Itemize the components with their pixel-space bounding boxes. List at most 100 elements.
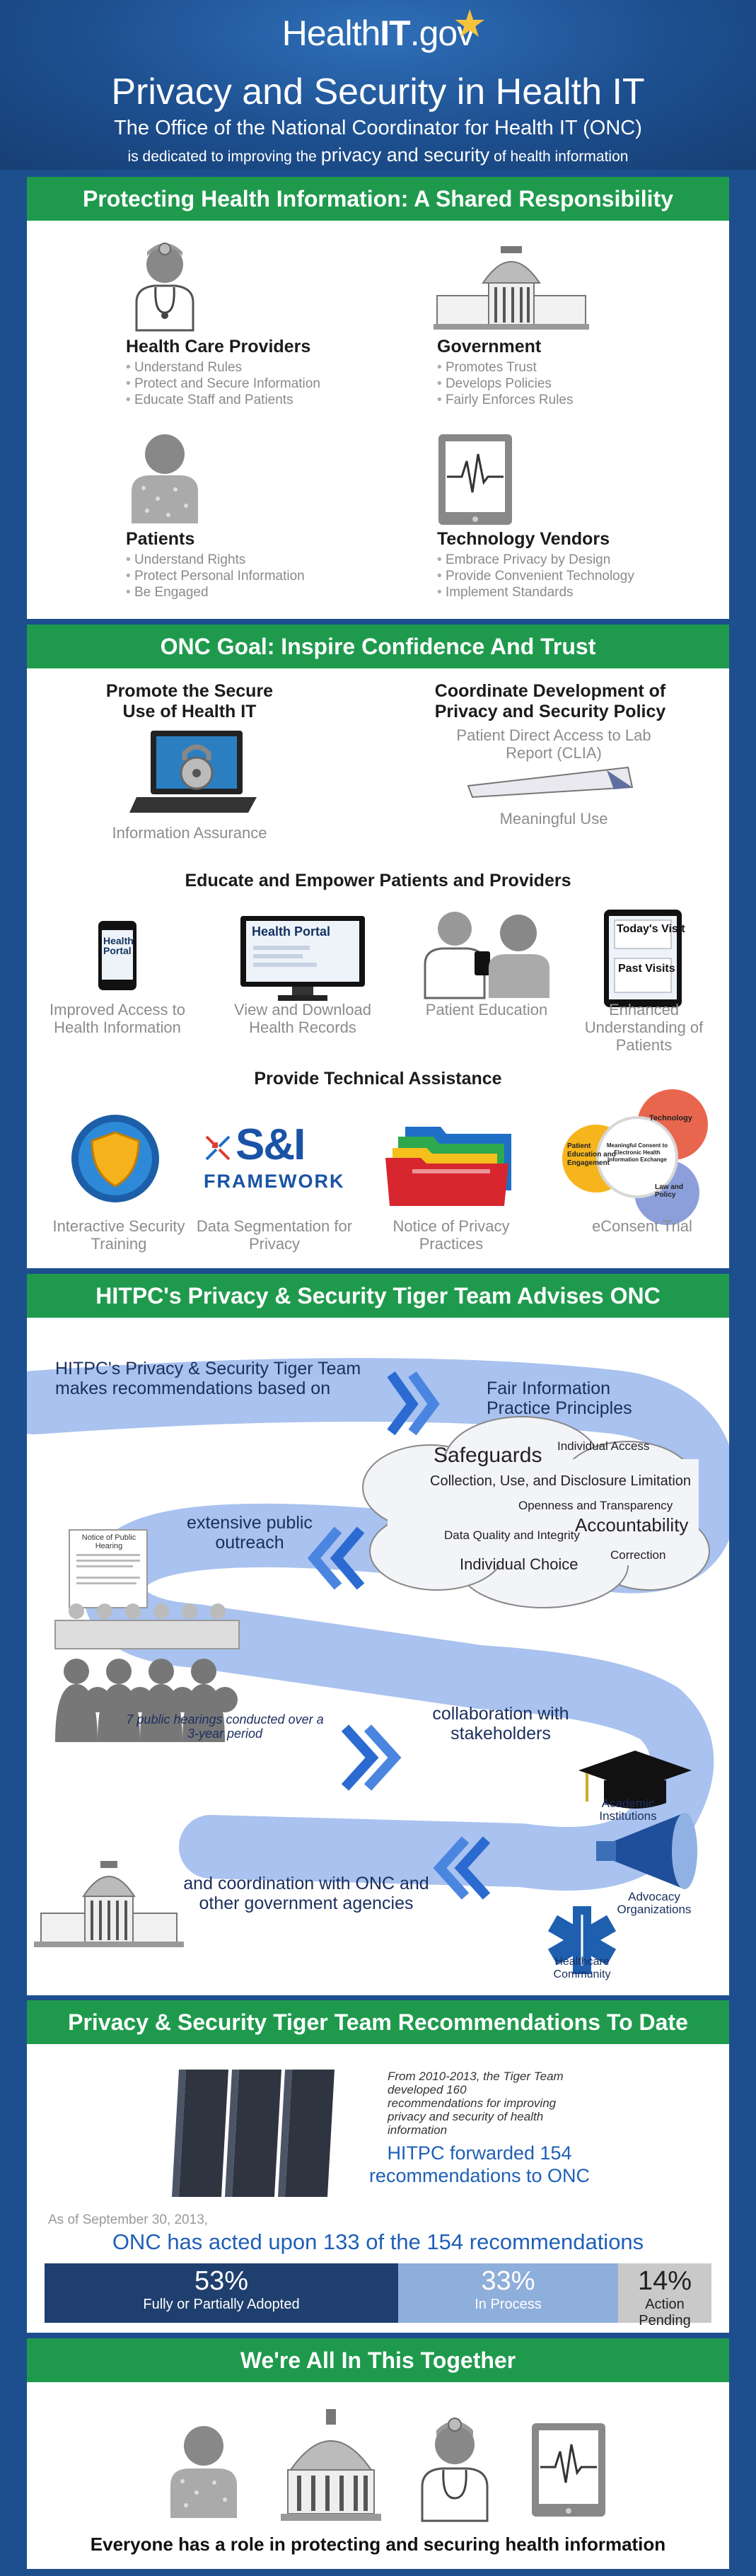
cloud-collection: Collection, Use, and Disclosure Limitati…: [430, 1473, 692, 1489]
tagline-b: privacy and security: [320, 144, 490, 166]
list-item: Provide Convenient Technology: [437, 568, 634, 584]
caption: View and Download Health Records: [233, 1001, 372, 1036]
si-title: S&I: [235, 1120, 306, 1169]
econsent-diagram: [562, 1089, 708, 1225]
acted-text: ONC has acted upon 133 of the 154 recomm…: [112, 2229, 644, 2254]
shared-responsibility-panel: Protecting Health Information: A Shared …: [27, 177, 729, 619]
tagline-a: is dedicated to improving the: [127, 149, 317, 165]
caption: Interactive Security Training: [52, 1217, 185, 1253]
caption: Notice of Privacy Practices: [392, 1217, 510, 1253]
subtitle: The Office of the National Coordinator f…: [114, 117, 642, 139]
binders-icon: [172, 2070, 335, 2197]
role-title: Government: [437, 337, 542, 356]
caption: Information Assurance: [112, 824, 267, 842]
collaboration-text: collaboration with stakeholders: [432, 1704, 569, 1744]
cloud-accountability: Accountability: [575, 1514, 689, 1536]
academic-label: Academic Institutions: [599, 1797, 657, 1823]
outreach-text: extensive public outreach: [187, 1513, 313, 1553]
econsent-technology: Technology: [649, 1114, 692, 1122]
section-banner: HITPC's Privacy & Security Tiger Team Ad…: [27, 1274, 729, 1318]
monitor-icon: [240, 916, 365, 1001]
role-title: Health Care Providers: [126, 337, 311, 356]
caption: Patient Direct Access to Lab Report (CLI…: [456, 726, 651, 762]
tagline-c: of health information: [494, 149, 629, 165]
cloud-openness: Openness and Transparency: [518, 1499, 673, 1512]
patient-icon: [170, 2426, 237, 2518]
bar-pct: 14%: [637, 2266, 692, 2296]
page-title: Privacy and Security in Health IT: [111, 71, 645, 112]
document-icon: [467, 766, 634, 799]
caption: Meaningful Use: [499, 810, 608, 828]
notice-title: Notice of Public Hearing: [81, 1533, 136, 1550]
patient-icon: [132, 434, 198, 523]
econsent-meaningful-consent: Meaningful Consent to Electronic Health …: [606, 1142, 668, 1163]
folders-icon: [385, 1127, 511, 1206]
laptop-lock-icon: [129, 731, 257, 813]
cloud-data-quality: Data Quality and Integrity: [444, 1528, 580, 1542]
econsent-patient-education: Patient Education and Engagement: [567, 1142, 616, 1167]
cloud-individual-choice: Individual Choice: [460, 1555, 578, 1573]
role-list: Promotes Trust Develops Policies Fairly …: [437, 359, 574, 408]
list-item: Understand Rights: [126, 552, 305, 568]
tiger-team-panel: HITPC's Privacy & Security Tiger Team Ad…: [27, 1274, 729, 1995]
doctor-icon: [421, 2418, 489, 2522]
logo-it: IT: [380, 13, 410, 53]
tablet-visit-icon: [604, 910, 682, 1007]
healthcare-label: Healthcare Community: [553, 1956, 611, 1980]
list-item: Implement Standards: [437, 584, 634, 601]
cloud-correction: Correction: [610, 1548, 666, 1562]
healthit-logo[interactable]: HealthIT.gov ★: [0, 3, 756, 54]
logo-health: Health: [281, 13, 381, 53]
role-list: Embrace Privacy by Design Provide Conven…: [437, 552, 634, 601]
list-item: Educate Staff and Patients: [126, 392, 320, 408]
section-banner: ONC Goal: Inspire Confidence And Trust: [27, 625, 729, 668]
logo-gov: .gov: [409, 13, 475, 53]
list-item: Protect and Secure Information: [126, 376, 320, 392]
list-item: Promotes Trust: [437, 359, 574, 376]
caption: Patient Education: [425, 1001, 548, 1019]
section-banner: Protecting Health Information: A Shared …: [27, 177, 729, 221]
list-item: Protect Personal Information: [126, 568, 305, 584]
as-of-text: As of September 30, 2013,: [48, 2212, 209, 2227]
coordinate-heading: Coordinate Development of Privacy and Se…: [434, 681, 666, 721]
section-banner: Privacy & Security Tiger Team Recommenda…: [27, 2000, 729, 2044]
bar-label: In Process: [475, 2297, 542, 2312]
together-panel: We're All In This Together Everyone has …: [27, 2338, 729, 2569]
forwarded-text: HITPC forwarded 154 recommendations to O…: [368, 2142, 591, 2186]
caption: eConsent Trial: [592, 1217, 692, 1235]
tablet-monitor-icon: [532, 2423, 605, 2517]
bar-pct: 53%: [194, 2266, 249, 2296]
bar-segment-in-process: 33%In Process: [398, 2263, 618, 2323]
caption: Improved Access to Health Information: [50, 1001, 185, 1036]
bar-label: Fully or Partially Adopted: [143, 2297, 300, 2312]
role-title: Technology Vendors: [437, 529, 610, 549]
caption: Data Segmentation for Privacy: [196, 1217, 353, 1253]
footer-tagline: Everyone has a role in protecting and se…: [90, 2534, 666, 2555]
recommendation-bar: 53%Fully or Partially Adopted 33%In Proc…: [45, 2263, 711, 2328]
list-item: Embrace Privacy by Design: [437, 552, 634, 568]
role-list: Understand Rights Protect Personal Infor…: [126, 552, 305, 601]
list-item: Be Engaged: [126, 584, 305, 601]
doctor-icon: [135, 243, 194, 332]
tiger-team-flow-diagram: [27, 1357, 729, 1974]
header: HealthIT.gov ★ Privacy and Security in H…: [0, 0, 756, 170]
tablet-monitor-icon: [438, 434, 512, 525]
bar-segment-pending: 14%Action Pending: [618, 2263, 711, 2328]
phone-portal-label: Health Portal: [103, 935, 134, 956]
section-banner: We're All In This Together: [27, 2338, 729, 2382]
advocacy-label: Advocacy Organizations: [617, 1890, 692, 1916]
role-title: Patients: [126, 529, 195, 549]
shield-icon: [71, 1115, 159, 1202]
bar-segment-adopted: 53%Fully or Partially Adopted: [45, 2263, 398, 2323]
tech-assist-heading: Provide Technical Assistance: [254, 1069, 502, 1089]
monitor-portal-label: Health Portal: [252, 924, 331, 939]
caption: Enhanced Understanding of Patients: [584, 1001, 704, 1054]
capitol-icon: [434, 246, 589, 330]
onc-goal-panel: ONC Goal: Inspire Confidence And Trust P…: [27, 625, 729, 1268]
todays-visit-label: Today's Visit: [617, 923, 685, 935]
list-item: Fairly Enforces Rules: [437, 392, 574, 408]
makes-recommendations-text: HITPC's Privacy & Security Tiger Team ma…: [55, 1359, 361, 1398]
promote-heading: Promote the Secure Use of Health IT: [105, 681, 274, 721]
si-subtitle: FRAMEWORK: [204, 1171, 345, 1192]
tagline: is dedicated to improving the privacy an…: [0, 144, 756, 166]
